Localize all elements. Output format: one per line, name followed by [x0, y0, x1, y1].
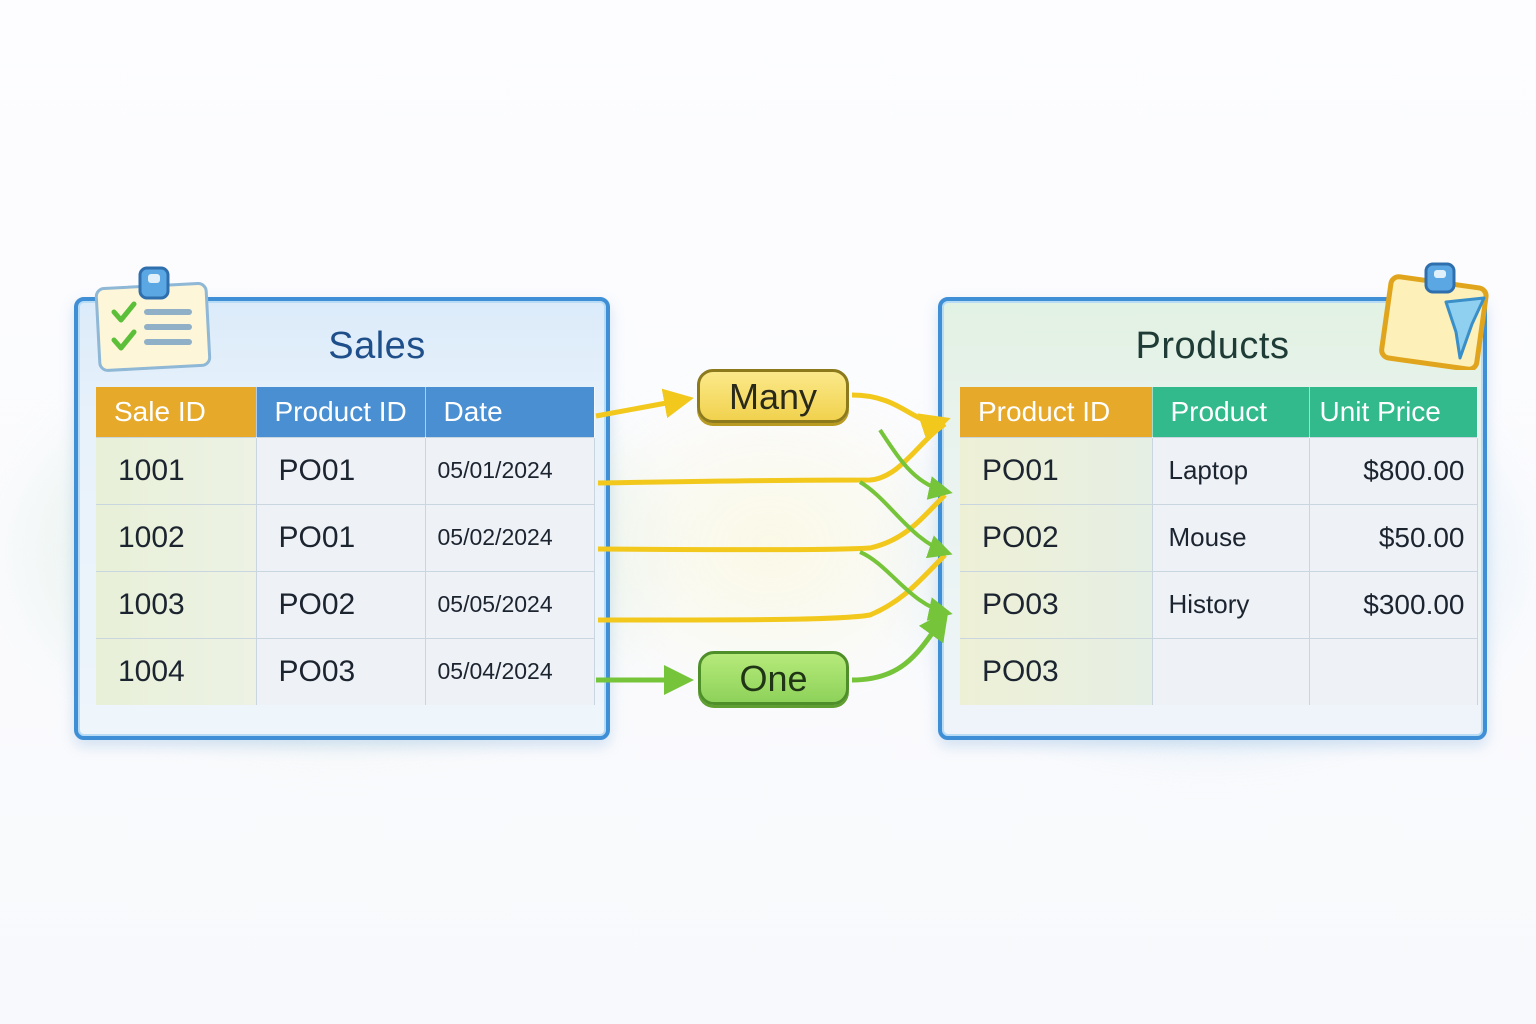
unit-price-cell: [1309, 637, 1478, 705]
products-header-product: Product: [1152, 387, 1310, 437]
sales-header-sale-id: Sale ID: [96, 387, 257, 437]
table-row: PO02 Mouse $50.00: [960, 503, 1478, 571]
unit-price-cell: $300.00: [1309, 570, 1478, 638]
unit-price-cell: $50.00: [1309, 503, 1478, 571]
sales-title: Sales: [328, 325, 426, 367]
table-row: PO01 Laptop $800.00: [960, 436, 1478, 504]
products-header-unit-price: Unit Price: [1309, 387, 1478, 437]
clipboard-checklist-icon: [94, 266, 212, 372]
sales-table: Sale ID Product ID Date 1001 PO01 05/01/…: [96, 387, 595, 705]
table-row: PO03 History $300.00: [960, 570, 1478, 638]
product-id-cell: PO03: [960, 570, 1153, 638]
clipboard-pin-icon: [1379, 262, 1489, 370]
sales-header-row: Sale ID Product ID Date: [96, 387, 595, 437]
sales-header-date: Date: [425, 387, 595, 437]
table-row: 1003 PO02 05/05/2024: [96, 570, 595, 638]
table-row: 1004 PO03 05/04/2024: [96, 637, 595, 705]
table-row: 1002 PO01 05/02/2024: [96, 503, 595, 571]
date-cell: 05/02/2024: [425, 503, 595, 571]
many-cardinality-label: Many: [697, 369, 849, 423]
date-cell: 05/05/2024: [425, 570, 595, 638]
products-table: Product ID Product Unit Price PO01 Lapto…: [960, 387, 1478, 705]
product-name-cell: Mouse: [1152, 503, 1310, 571]
sale-id-cell: 1001: [96, 436, 257, 504]
unit-price-cell: $800.00: [1309, 436, 1478, 504]
product-id-cell: PO02: [256, 570, 426, 638]
sales-header-product-id: Product ID: [256, 387, 426, 437]
product-name-cell: History: [1152, 570, 1310, 638]
product-id-cell: PO01: [960, 436, 1153, 504]
table-row: 1001 PO01 05/01/2024: [96, 436, 595, 504]
products-title: Products: [1135, 325, 1290, 367]
date-cell: 05/01/2024: [425, 436, 595, 504]
product-id-cell: PO01: [256, 436, 426, 504]
product-id-cell: PO03: [256, 637, 426, 705]
products-header-row: Product ID Product Unit Price: [960, 387, 1478, 437]
table-row: PO03: [960, 637, 1478, 705]
sale-id-cell: 1002: [96, 503, 257, 571]
date-cell: 05/04/2024: [425, 637, 595, 705]
products-header-product-id: Product ID: [960, 387, 1153, 437]
product-name-cell: [1152, 637, 1310, 705]
product-id-cell: PO02: [960, 503, 1153, 571]
sale-id-cell: 1004: [96, 637, 257, 705]
product-id-cell: PO01: [256, 503, 426, 571]
one-cardinality-label: One: [698, 651, 849, 705]
product-name-cell: Laptop: [1152, 436, 1310, 504]
sale-id-cell: 1003: [96, 570, 257, 638]
products-table-panel: Products Product ID Product Unit Price P…: [938, 297, 1487, 740]
product-id-cell: PO03: [960, 637, 1153, 705]
